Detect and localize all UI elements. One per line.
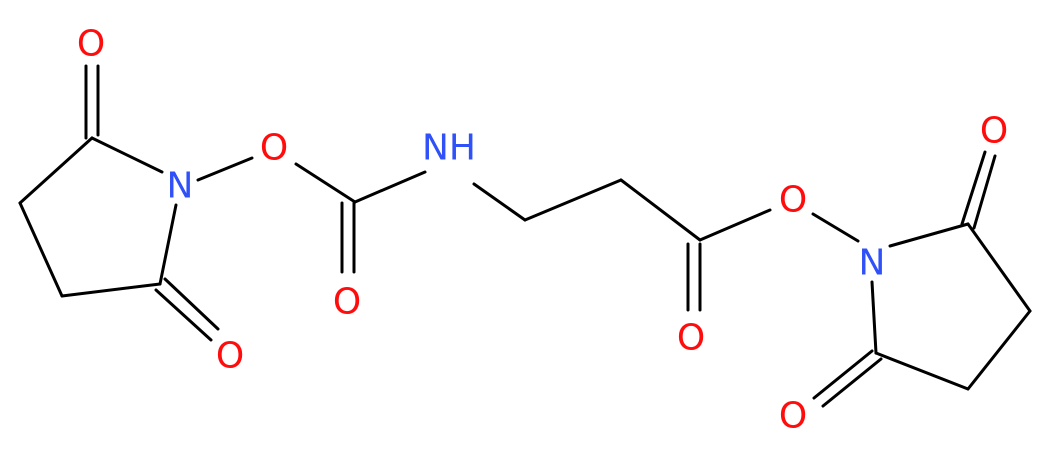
atom-labels: O N O O O NH O O N O O xyxy=(77,24,1008,437)
atom-label-left-n: N xyxy=(167,166,194,207)
bond-right-ring-c5-n xyxy=(870,280,878,355)
atom-label-carbamate-nh: NH xyxy=(422,128,476,169)
bond-right-ring-n-c2 xyxy=(888,222,970,248)
atom-label-right-n: N xyxy=(859,243,886,284)
atom-label-carbamate-carbonyl-o: O xyxy=(333,282,361,323)
bond-left-ring-bottom-carbonyl-a xyxy=(154,288,213,342)
atom-label-ester-linker-o: O xyxy=(779,180,807,221)
atom-label-ester-carbonyl-o: O xyxy=(677,318,705,359)
bond-left-ring-c5-n xyxy=(158,203,178,286)
bond-right-ring-top-carbonyl-b xyxy=(972,154,997,230)
atom-label-left-linker-o: O xyxy=(260,128,288,169)
bond-right-ring-top-carbonyl-a xyxy=(960,150,987,226)
atom-label-right-bottom-o: O xyxy=(779,396,807,437)
bond-left-ring-c4-c5 xyxy=(60,282,162,298)
ethylene-ester-linker xyxy=(472,178,860,312)
atom-label-left-bottom-o: O xyxy=(216,336,244,377)
bond-ch2-ester-c xyxy=(619,178,702,242)
left-succinimide-ring xyxy=(18,64,220,342)
bond-left-ring-c2-c3 xyxy=(18,136,94,205)
carbamate-linker xyxy=(196,156,427,274)
bond-left-ring-bottom-carbonyl-b xyxy=(163,277,220,331)
atom-label-right-top-o: O xyxy=(980,111,1008,152)
bond-ester-c-o xyxy=(698,208,772,242)
bond-left-n-o xyxy=(196,156,254,182)
bond-right-ring-bottom-carbonyl-a xyxy=(812,349,874,400)
bond-carbamate-c-nh xyxy=(353,170,427,204)
bond-left-ring-c2-n xyxy=(90,136,164,174)
bond-right-ring-c2-c3 xyxy=(966,222,1032,313)
atom-label-left-top-o: O xyxy=(77,24,105,65)
bond-left-o-c xyxy=(294,162,357,204)
bond-ester-o-n xyxy=(811,212,860,243)
bond-right-ring-c3-c4 xyxy=(966,309,1032,391)
bond-nh-ch2 xyxy=(472,182,527,222)
bond-ch2-ch2 xyxy=(523,178,623,222)
bond-right-ring-c4-c5 xyxy=(874,351,970,391)
right-succinimide-ring xyxy=(812,150,1032,408)
bond-right-ring-bottom-carbonyl-b xyxy=(821,357,883,408)
bond-left-ring-c3-c4 xyxy=(18,201,64,298)
